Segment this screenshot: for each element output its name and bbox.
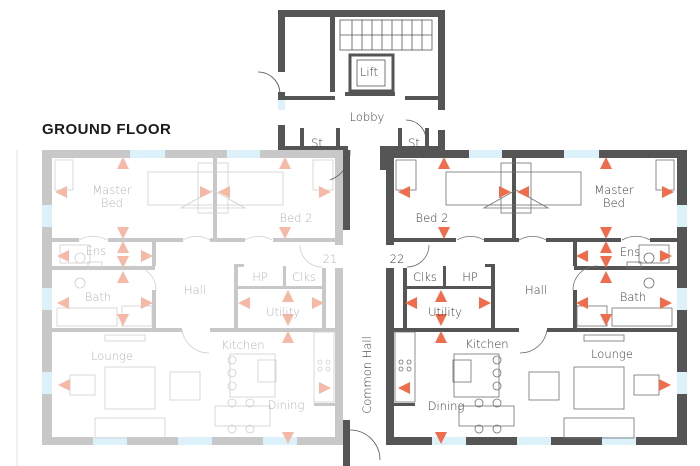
view-arrow-icon <box>499 186 511 198</box>
label-common-hall: Common Hall <box>360 336 374 414</box>
label-ens-21: Ens <box>86 244 107 258</box>
label-lift: Lift <box>360 65 378 79</box>
view-arrow-icon <box>282 314 294 326</box>
view-arrow-icon <box>405 297 417 309</box>
view-arrow-icon <box>435 290 447 302</box>
label-hall-22: Hall <box>525 283 547 297</box>
label-store-left: St <box>311 136 323 150</box>
label-store-right: St <box>408 136 420 150</box>
label-lounge-21: Lounge <box>91 349 133 363</box>
view-arrow-icon <box>660 250 672 262</box>
view-arrow-icon <box>600 157 612 169</box>
view-arrow-icon <box>218 186 230 198</box>
floor-title: GROUND FLOOR <box>42 121 171 138</box>
view-arrow-icon <box>438 157 450 169</box>
view-arrow-icon <box>600 241 612 253</box>
view-arrows-21 <box>55 157 331 444</box>
view-arrows-22 <box>398 157 674 444</box>
view-arrow-icon <box>312 297 324 309</box>
view-arrow-icon <box>576 250 588 262</box>
label-master-bed-22-b: Bed <box>603 196 625 210</box>
view-arrow-icon <box>659 379 671 391</box>
view-arrow-icon <box>398 382 410 394</box>
view-arrow-icon <box>117 256 129 268</box>
view-arrow-icon <box>662 186 674 198</box>
view-arrow-icon <box>479 297 491 309</box>
label-master-bed-22: Master <box>594 183 634 197</box>
view-arrow-icon <box>600 256 612 268</box>
label-lounge-22: Lounge <box>591 347 633 361</box>
view-arrow-icon <box>57 297 69 309</box>
view-arrow-icon <box>600 314 612 326</box>
view-arrow-icon <box>435 331 447 343</box>
label-lobby: Lobby <box>350 110 385 124</box>
view-arrow-icon <box>141 297 153 309</box>
labels-22: Master Bed Bed 2 Ens Bath Hall Clks HP 2… <box>390 183 647 413</box>
unit-number-22: 22 <box>390 252 405 266</box>
view-arrow-icon <box>117 157 129 169</box>
view-arrow-icon <box>435 314 447 326</box>
view-arrow-icon <box>600 227 612 239</box>
label-dining-22: Dining <box>428 399 465 413</box>
view-arrow-icon <box>398 186 410 198</box>
windows-22 <box>432 150 687 445</box>
view-arrow-icon <box>435 432 447 444</box>
core-doors <box>257 71 427 461</box>
view-arrow-icon <box>319 186 331 198</box>
label-bed2-22: Bed 2 <box>416 211 449 225</box>
label-kitchen-21: Kitchen <box>221 338 264 352</box>
view-arrow-icon <box>319 382 331 394</box>
view-arrow-icon <box>279 227 291 239</box>
view-arrow-icon <box>282 432 294 444</box>
label-clks-22: Clks <box>413 270 437 284</box>
label-ens-22: Ens <box>620 245 641 259</box>
view-arrow-icon <box>117 241 129 253</box>
apartment-22 <box>386 150 687 445</box>
view-arrow-icon <box>117 314 129 326</box>
label-dining-21: Dining <box>268 398 305 412</box>
windows-21 <box>42 150 297 445</box>
view-arrow-icon <box>282 331 294 343</box>
label-hall-21: Hall <box>184 283 206 297</box>
view-arrow-icon <box>117 227 129 239</box>
view-arrow-icon <box>238 297 250 309</box>
stairs <box>339 19 433 51</box>
label-utility-21: Utility <box>266 305 300 319</box>
view-arrow-icon <box>576 297 588 309</box>
view-arrow-icon <box>55 186 67 198</box>
label-master-bed-21: Master <box>92 183 132 197</box>
label-master-bed-21-b: Bed <box>101 196 123 210</box>
view-arrow-icon <box>279 157 291 169</box>
lift-car <box>356 59 386 87</box>
view-arrow-icon <box>660 297 672 309</box>
view-arrow-icon <box>117 271 129 283</box>
labels-21: Master Bed Bed 2 Ens Bath Hall HP Clks 2… <box>85 183 338 412</box>
core <box>278 10 445 466</box>
label-hp-22: HP <box>462 270 478 284</box>
view-arrow-icon <box>282 290 294 302</box>
apartment-21 <box>42 150 343 445</box>
view-arrow-icon <box>141 250 153 262</box>
lift-shaft <box>348 53 395 93</box>
unit-number-21: 21 <box>323 252 338 266</box>
view-arrow-icon <box>58 379 70 391</box>
label-clks-21: Clks <box>292 270 316 284</box>
view-arrow-icon <box>438 227 450 239</box>
view-arrow-icon <box>600 271 612 283</box>
view-arrow-icon <box>517 186 529 198</box>
label-bed2-21: Bed 2 <box>280 211 313 225</box>
label-hp-21: HP <box>252 270 268 284</box>
label-bath-21: Bath <box>85 290 111 304</box>
label-bath-22: Bath <box>620 290 646 304</box>
view-arrow-icon <box>200 186 212 198</box>
view-arrow-icon <box>57 250 69 262</box>
label-kitchen-22: Kitchen <box>465 337 508 351</box>
label-utility-22: Utility <box>428 305 462 319</box>
